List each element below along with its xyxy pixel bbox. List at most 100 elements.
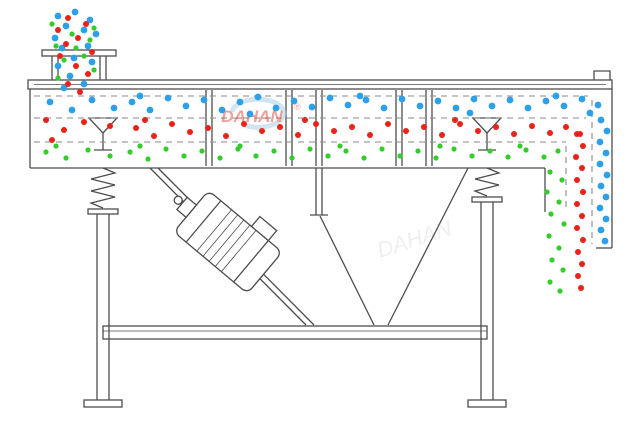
green-particle [544,189,550,195]
red-particle [511,131,517,137]
red-particle [77,89,83,95]
red-particle [579,261,585,267]
green-particle [523,147,529,153]
blue-particle [200,96,208,104]
red-particle [65,15,71,21]
red-particle [575,273,581,279]
blue-particle [88,58,96,66]
blue-particle [560,102,568,110]
green-particle [127,149,133,155]
red-particle [493,124,499,130]
blue-particle [601,237,609,245]
green-particle [253,153,259,159]
blue-particle [80,26,88,34]
red-particle [475,128,481,134]
right-foot [467,399,507,408]
screen-mesh-lines [34,95,593,244]
particles-layer [43,8,611,294]
red-particle [452,117,458,123]
red-particle [580,237,586,243]
red-particle [151,133,157,139]
watermark-reg-mark: ® [294,102,301,112]
green-particle [85,147,91,153]
blue-particle [110,104,118,112]
watermark-brand-text: DAHAN [221,107,283,126]
blue-particle [80,80,88,88]
red-particle [349,124,355,130]
red-particle [241,121,247,127]
green-particle [69,31,75,37]
red-particle [107,123,113,129]
left-foot [83,399,123,408]
green-particle [469,153,475,159]
blue-particle [51,34,59,42]
green-particle [555,148,561,154]
blue-particle [54,12,62,20]
green-particle [451,146,457,152]
red-particle [43,117,49,123]
left-leg [83,214,123,408]
red-particle [85,71,91,77]
blue-particle [596,138,604,146]
blue-particle [506,96,514,104]
red-particle [563,124,569,130]
red-particle [295,132,301,138]
red-particle [81,119,87,125]
red-particle [367,132,373,138]
watermark: DAHAN ® [221,96,301,130]
blue-particle [452,104,460,112]
red-particle [75,35,81,41]
blue-particle [54,62,62,70]
red-particle [65,81,71,87]
red-particle [73,63,79,69]
blue-particle [602,149,610,157]
red-particle [142,117,148,123]
blue-particle [344,101,352,109]
blue-particle [218,106,226,114]
blue-particle [596,204,604,212]
blue-particle [380,104,388,112]
blue-particle [146,106,154,114]
green-particle [548,211,554,217]
green-particle [43,149,49,155]
vibration-motor [173,192,280,292]
green-particle [271,148,277,154]
top-cover [27,79,613,90]
red-particle [574,201,580,207]
green-particle [87,37,93,43]
blue-particle [524,104,532,112]
blue-particle [586,109,594,117]
green-particle [547,169,553,175]
green-particle [91,67,97,73]
blue-particle [308,103,316,111]
blue-particle [603,171,611,179]
green-particle [397,153,403,159]
blue-particle [88,96,96,104]
red-particle [205,125,211,131]
inlet-flange [41,49,117,57]
red-particle [331,128,337,134]
green-particle [237,143,243,149]
green-particle [487,148,493,154]
right-leg [467,202,507,408]
red-particle [579,165,585,171]
blue-particle [92,30,100,38]
blue-particle [398,95,406,103]
blue-particle [466,109,474,117]
blue-particle [66,72,74,80]
green-particle [55,75,61,81]
red-particle [55,27,61,33]
red-particle [439,132,445,138]
blue-particle [470,95,478,103]
blue-particle [578,95,586,103]
blue-particle [164,94,172,102]
blue-particle [182,102,190,110]
red-particle [223,133,229,139]
green-particle [557,288,563,294]
blue-particle [128,98,136,106]
blue-particle [68,106,76,114]
green-particle [547,279,553,285]
green-particle [325,153,331,159]
